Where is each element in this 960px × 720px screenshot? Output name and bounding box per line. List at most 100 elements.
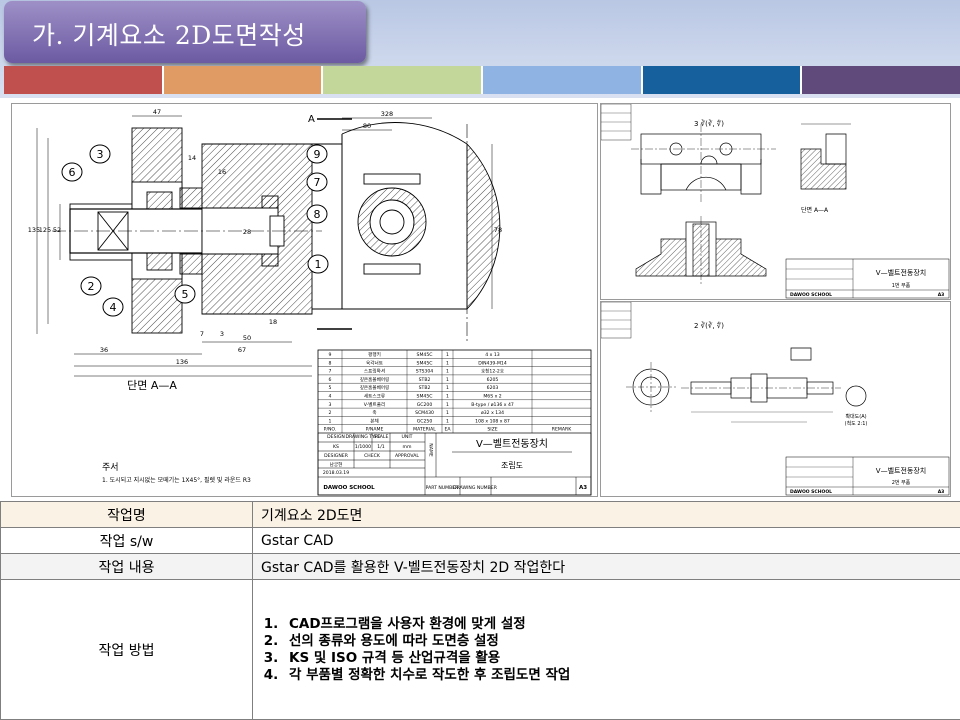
svg-text:9: 9 — [314, 148, 321, 161]
drawing-number-label: DRAWING NUMBER — [453, 485, 498, 491]
method-list: CAD프로그램을 사용자 환경에 맞게 설정 선의 종류와 용도에 따라 도면층… — [261, 616, 960, 684]
unit-value: mm — [403, 445, 412, 450]
part2-drawing: 2 ∛(∛, ∜) 확대도(A) (척도 2:1) V—벨트전동장치 2번 부품… — [600, 301, 951, 497]
parts-header-cell: REMARK — [552, 427, 572, 433]
drawing-subtitle: 조립도 — [501, 461, 523, 470]
parts-cell: 스프링와셔 — [364, 368, 385, 375]
dim-14: 14 — [188, 154, 196, 162]
task-content-value: Gstar CAD를 활용한 V-벨트전동장치 2D 작업한다 — [252, 553, 960, 580]
parts-cell: M6S x 2 — [483, 394, 501, 400]
parts-cell: 1 — [446, 352, 449, 358]
drawing-title: V—벨트전동장치 — [476, 438, 548, 450]
part1-roughness: 3 ∛(∛, ∜) — [694, 119, 724, 128]
notes-text: 1. 도시되고 지시없는 모떼기는 1X45°, 필렛 및 라운드 R3 — [102, 476, 251, 484]
parts-cell: V-벨트풀리 — [364, 401, 385, 408]
parts-cell: STB2 — [419, 385, 431, 391]
drawing-type-value: 1/1000 — [355, 444, 371, 450]
assembly-drawing: 3 6 2 4 5 9 7 8 — [11, 103, 598, 497]
approval-label: APPROVAL — [395, 453, 419, 459]
dim-28: 28 — [243, 228, 251, 236]
name-column: NAME — [428, 443, 434, 457]
dim-36: 36 — [100, 346, 108, 354]
parts-cell: 축 — [372, 409, 376, 416]
designer-label: DESIGNER — [324, 453, 349, 459]
dim-78: 78 — [494, 226, 502, 234]
part2-drawing-svg: 2 ∛(∛, ∜) 확대도(A) (척도 2:1) V—벨트전동장치 2번 부품… — [601, 302, 950, 496]
color-band-segment — [163, 66, 324, 94]
parts-cell: 평행키 — [368, 351, 381, 358]
parts-cell: 3 — [329, 402, 332, 408]
color-band-segment — [802, 66, 960, 94]
list-item: CAD프로그램을 사용자 환경에 맞게 설정 — [283, 616, 960, 633]
slide-title: 가. 기계요소 2D도면작성 — [32, 21, 306, 50]
balloon-5: 5 — [174, 284, 196, 304]
balloon-4: 4 — [102, 297, 124, 317]
part2-detail-scale: (척도 2:1) — [845, 420, 868, 427]
software-label: 작업 s/w — [0, 527, 253, 554]
part2-size: A3 — [938, 489, 945, 495]
parts-cell: 1 — [446, 360, 449, 366]
parts-cell: 4 x 13 — [485, 352, 499, 358]
parts-cell: 1 — [446, 369, 449, 375]
unit-label: UNIT — [402, 434, 413, 440]
balloon-2: 2 — [80, 276, 102, 296]
part2-detail-label: 확대도(A) — [845, 413, 866, 420]
title-block: DESIGN DRAWING TYPE SCALE UNIT KS 1/1000… — [317, 432, 592, 496]
list-item: 선의 종류와 용도에 따라 도면층 설정 — [283, 633, 960, 650]
part1-section-label: 단면 A—A — [801, 206, 829, 214]
parts-cell: 호칭12-2호 — [481, 368, 504, 375]
drawing-type-label: DRAWING TYPE — [345, 434, 380, 440]
parts-cell: 6203 — [487, 385, 499, 391]
section-marker: A — [308, 114, 315, 125]
assembly-drawing-svg: 3 6 2 4 5 9 7 8 — [28, 108, 592, 496]
parts-cell: STB2 — [419, 377, 431, 383]
dim-80: 80 — [363, 122, 371, 130]
designer-value: 남궁현 — [330, 461, 343, 468]
parts-header-cell: P/NO. — [324, 427, 337, 433]
parts-cell: 1 — [446, 394, 449, 400]
dim-125: 125 — [39, 226, 51, 234]
balloon-9: 9 — [306, 144, 328, 164]
parts-cell: STS304 — [416, 369, 433, 375]
school-name: DAWOO SCHOOL — [323, 485, 375, 491]
color-band-segment — [483, 66, 643, 94]
software-value: Gstar CAD — [252, 527, 960, 554]
parts-cell: B-type / ø136 x 47 — [471, 402, 514, 408]
parts-cell: ø32 x 134 — [481, 410, 504, 416]
task-info-table: 작업명 기계요소 2D도면 작업 s/w Gstar CAD 작업 내용 Gst… — [0, 501, 960, 720]
color-band-segment — [323, 66, 484, 94]
design-label: DESIGN — [327, 434, 345, 440]
part1-drawing: 3 ∛(∛, ∜) 단면 A—A V—벨트전동장치 1번 부품 DAWOO SC… — [600, 103, 951, 300]
table-row: 작업 s/w Gstar CAD — [0, 527, 960, 554]
parts-header-cell: SIZE — [487, 427, 497, 433]
parts-cell: 8 — [329, 360, 332, 366]
drawing-date: 2018.03.19 — [323, 470, 349, 476]
parts-cell: 육각너트 — [366, 359, 383, 366]
part2-subtitle: 2번 부품 — [892, 479, 911, 486]
check-label: CHECK — [364, 453, 381, 459]
dim-136: 136 — [176, 358, 188, 366]
part1-size: A3 — [938, 292, 945, 298]
title-box: 가. 기계요소 2D도면작성 — [4, 1, 366, 63]
parts-cell: GC200 — [417, 402, 433, 408]
parts-cell: 7 — [329, 369, 332, 375]
parts-cell: 본체 — [370, 417, 378, 424]
design-value: KS — [333, 444, 339, 450]
parts-cell: 4 — [329, 394, 332, 400]
dim-3: 3 — [220, 330, 224, 338]
table-row: 작업 방법 CAD프로그램을 사용자 환경에 맞게 설정 선의 종류와 용도에 … — [0, 579, 960, 720]
parts-cell: SM45C — [417, 394, 433, 400]
part1-school: DAWOO SCHOOL — [790, 292, 832, 298]
task-content-label: 작업 내용 — [0, 553, 253, 580]
part2-title: V—벨트전동장치 — [876, 466, 926, 475]
color-band — [4, 66, 960, 94]
notes-title: 주서 — [102, 462, 119, 473]
parts-header-cell: P/NAME — [366, 427, 384, 433]
parts-cell: SM45C — [417, 360, 433, 366]
scale-value: 1/1 — [377, 444, 384, 450]
parts-cell: 1 — [446, 402, 449, 408]
dim-47: 47 — [153, 108, 161, 116]
color-band-segment — [642, 66, 803, 94]
parts-header-cell: MATERIAL — [413, 427, 436, 433]
